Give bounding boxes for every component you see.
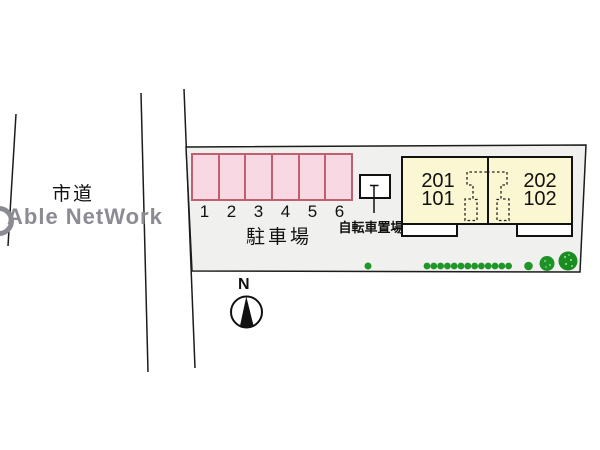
parking-stall xyxy=(217,153,247,201)
parking-stall xyxy=(271,153,300,201)
unit-label-left: 201 101 xyxy=(396,170,480,210)
road-edge-line-right xyxy=(183,88,196,369)
road-edge-line-middle xyxy=(140,92,149,373)
watermark-able-network: Able NetWork xyxy=(7,204,163,229)
stall-number: 1 xyxy=(199,202,210,221)
bicycle-parking-label: 自転車置場 xyxy=(338,220,404,235)
stall-number: 3 xyxy=(253,202,264,221)
unit-number: 202 xyxy=(523,170,557,192)
parking-stall xyxy=(297,153,327,201)
watermark-cutoff-glyph xyxy=(0,206,14,236)
parking-stall-numbers: 1 2 3 4 5 6 xyxy=(191,202,353,221)
unit-number: 101 xyxy=(421,188,455,210)
stall-number: 5 xyxy=(307,202,318,221)
shrub-row-icons xyxy=(364,261,533,271)
bicycle-parking-box xyxy=(359,174,391,199)
unit-divider-wall xyxy=(487,158,489,223)
parking-stall xyxy=(324,153,354,201)
apartment-building: 201 101 202 102 xyxy=(401,156,573,225)
unit-number: 102 xyxy=(523,188,557,210)
entrance-porch-left xyxy=(401,223,458,237)
stall-number: 4 xyxy=(280,202,291,221)
parking-stall-row xyxy=(191,153,354,201)
unit-number: 201 xyxy=(421,170,455,192)
north-letter: N xyxy=(238,276,250,293)
tree-icon-large xyxy=(558,251,578,271)
parking-stall xyxy=(191,153,220,201)
city-road-label: 市道 xyxy=(52,184,95,205)
stall-number: 2 xyxy=(226,202,237,221)
parking-stall xyxy=(244,153,274,201)
tree-icon-medium xyxy=(539,256,555,271)
parking-lot-label: 駐車場 xyxy=(245,227,312,248)
entrance-porch-right xyxy=(516,223,573,237)
unit-label-right: 202 102 xyxy=(498,170,582,210)
stall-number: 6 xyxy=(334,202,345,221)
north-compass-icon xyxy=(230,295,263,329)
